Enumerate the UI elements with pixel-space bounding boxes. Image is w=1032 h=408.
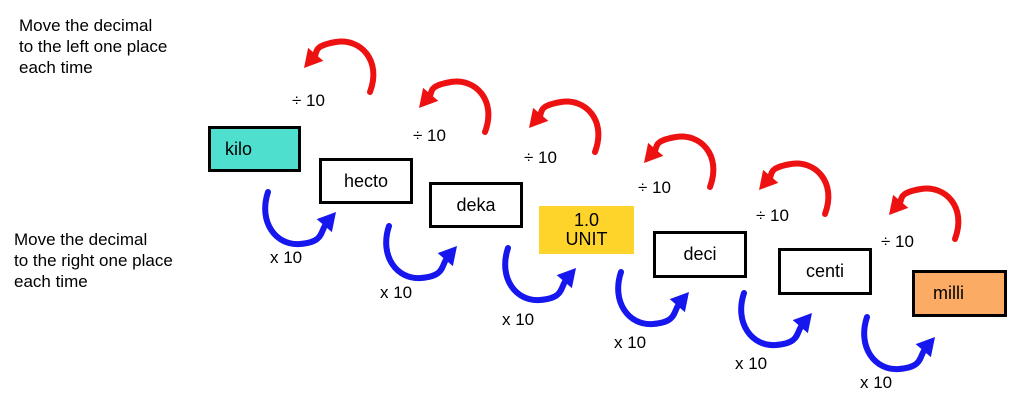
multiply-arrow-curve-3 (502, 245, 569, 304)
multiply-arrow-head-4 (669, 292, 689, 313)
divide-arrow-head-1 (304, 47, 324, 68)
unit-box-deci: deci (653, 231, 747, 278)
multiply-label-unit-deci: x 10 (614, 333, 647, 352)
unit-box-hecto: hecto (319, 158, 413, 204)
unit-value: 1.0 (573, 210, 600, 230)
divide-label-unit-deci: ÷ 10 (638, 178, 671, 197)
multiply-arrow-curve-2 (383, 223, 450, 282)
divide-label-hecto-deka: ÷ 10 (413, 126, 446, 145)
multiply-arrow-head-2 (437, 246, 457, 267)
multiply-label-deka-unit: x 10 (502, 310, 535, 329)
divide-arrow-curve-5 (766, 160, 832, 217)
right-shift-note: Move the decimal to the right one place … (14, 230, 173, 291)
unit-label-deka: deka (456, 194, 496, 215)
multiply-arrow-head-6 (915, 337, 935, 358)
multiply-label-deci-centi: x 10 (735, 354, 768, 373)
unit-label-kilo: kilo (225, 138, 253, 159)
divide-arrow-curve-3 (536, 98, 602, 155)
multiply-label-kilo-hecto: x 10 (270, 248, 303, 267)
unit-label-centi: centi (805, 261, 845, 281)
unit-box-milli: milli (912, 270, 1007, 317)
divide-label-deka-unit: ÷ 10 (524, 148, 557, 167)
unit-label-milli: milli (933, 283, 964, 303)
multiply-arrow-curve-4 (615, 269, 682, 328)
multiply-label-centi-milli: x 10 (860, 373, 893, 392)
divide-arrow-head-5 (759, 169, 779, 190)
multiply-arrows (262, 189, 935, 373)
unit-label-hecto: hecto (343, 170, 389, 191)
left-shift-note: Move the decimal to the left one place e… (19, 16, 168, 77)
multiply-arrow-curve-6 (861, 314, 928, 373)
divide-arrow-head-2 (419, 87, 439, 108)
divide-label-centi-milli: ÷ 10 (881, 232, 914, 251)
divide-arrow-head-6 (889, 194, 909, 215)
multiply-arrow-curve-5 (738, 290, 805, 349)
unit-box-base: 1.0 UNIT (539, 206, 634, 254)
divide-arrow-curve-4 (651, 133, 717, 190)
divide-arrow-curve-6 (896, 185, 962, 242)
divide-label-deci-centi: ÷ 10 (756, 206, 789, 225)
unit-label-base: UNIT (565, 229, 608, 249)
divide-arrows (304, 38, 962, 242)
multiply-arrow-head-3 (556, 268, 576, 289)
divide-label-kilo-hecto: ÷ 10 (292, 91, 325, 110)
multiply-arrow-curve-1 (262, 189, 329, 248)
divide-arrow-head-4 (644, 142, 664, 163)
unit-label-deci: deci (683, 244, 717, 264)
multiply-arrow-head-5 (792, 313, 812, 334)
unit-box-centi: centi (778, 248, 872, 295)
divide-arrow-curve-1 (311, 38, 377, 95)
multiply-label-hecto-deka: x 10 (380, 283, 413, 302)
multiply-arrow-head-1 (316, 212, 336, 233)
divide-arrow-curve-2 (426, 78, 492, 135)
unit-box-deka: deka (429, 182, 523, 228)
unit-box-kilo: kilo (208, 126, 301, 172)
divide-arrow-head-3 (529, 107, 549, 128)
